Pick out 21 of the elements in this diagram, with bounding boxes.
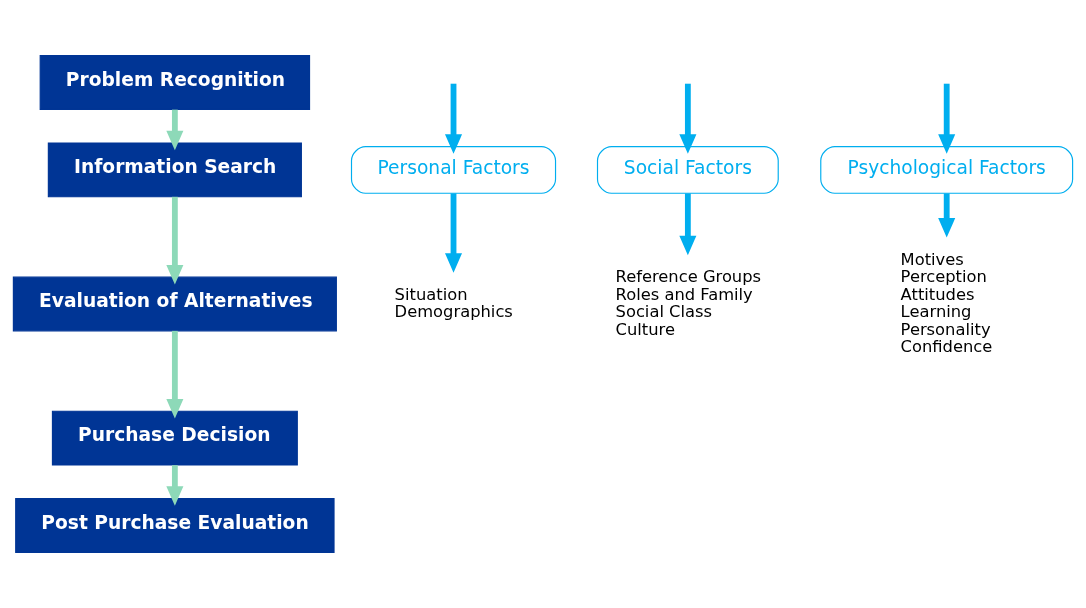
arrow: [679, 83, 697, 154]
node-box: Information Search: [47, 142, 302, 198]
arrow: [166, 109, 184, 151]
node-box: Post Purchase Evaluation: [15, 498, 335, 553]
node-box: Evaluation of Alternatives: [12, 276, 337, 332]
node-box: Personal Factors: [350, 146, 557, 194]
node-text: Situation Demographics: [394, 284, 513, 322]
arrow: [166, 465, 184, 506]
node-box: Psychological Factors: [820, 146, 1074, 194]
node-box: Social Factors: [596, 146, 779, 194]
arrow: [938, 83, 956, 154]
arrow: [166, 196, 184, 285]
node-box: Problem Recognition: [39, 55, 311, 110]
arrow: [938, 193, 956, 238]
node-text: Reference Groups Roles and Family Social Class Culture: [615, 267, 762, 339]
arrow: [166, 330, 184, 419]
node-text: Motives Perception Attitudes Learning Personality Confidence: [900, 249, 993, 357]
arrow: [445, 193, 463, 273]
arrow: [679, 193, 697, 256]
node-box: Purchase Decision: [51, 410, 298, 466]
arrow: [445, 83, 463, 154]
